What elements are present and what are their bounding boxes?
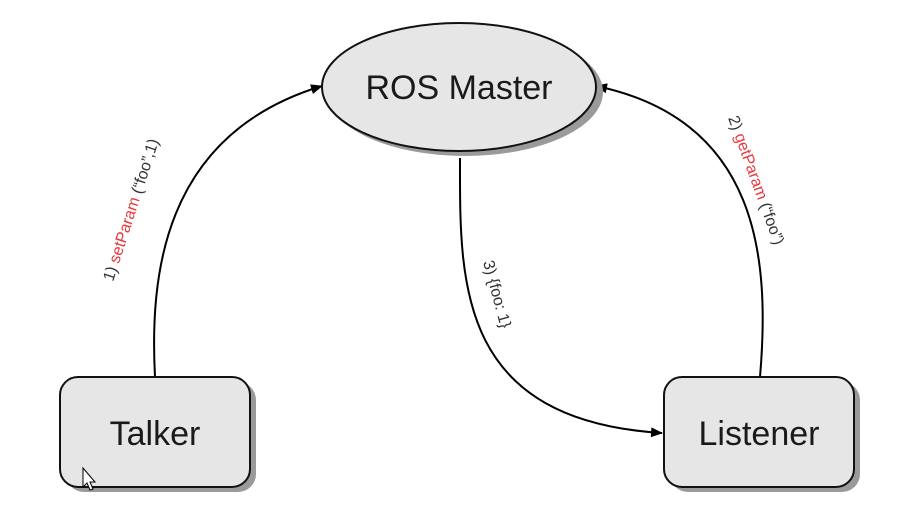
- node-listener: Listener: [663, 376, 860, 492]
- node-talker-shape: [59, 376, 251, 488]
- node-listener-shape: [663, 376, 855, 488]
- edge-label-get-param-prefix: 2): [724, 114, 746, 137]
- edge-label-get-param-args: (“foo”): [754, 196, 786, 247]
- node-ros-master-label: ROS Master: [365, 69, 552, 107]
- mouse-cursor-icon: [82, 466, 97, 491]
- edge-reply: [458, 157, 663, 438]
- node-talker: Talker: [59, 376, 256, 492]
- edge-get-param: [595, 83, 764, 378]
- edge-label-get-param-method: getParam: [731, 131, 771, 202]
- edge-label-reply: 3) {foo: 1}: [479, 259, 514, 331]
- edge-label-set-param: 1) setParam (“foo”,1): [101, 137, 163, 283]
- edge-label-set-param-prefix: 1): [101, 260, 123, 283]
- edge-label-set-param-args: (“foo”,1): [128, 137, 163, 201]
- node-ros-master-shape: [321, 22, 597, 152]
- edge-set-param: [153, 84, 323, 378]
- node-ros-master: ROS Master: [321, 22, 603, 156]
- node-listener-label: Listener: [699, 415, 820, 453]
- node-talker-label: Talker: [110, 415, 201, 453]
- edge-label-set-param-method: setParam: [106, 195, 143, 265]
